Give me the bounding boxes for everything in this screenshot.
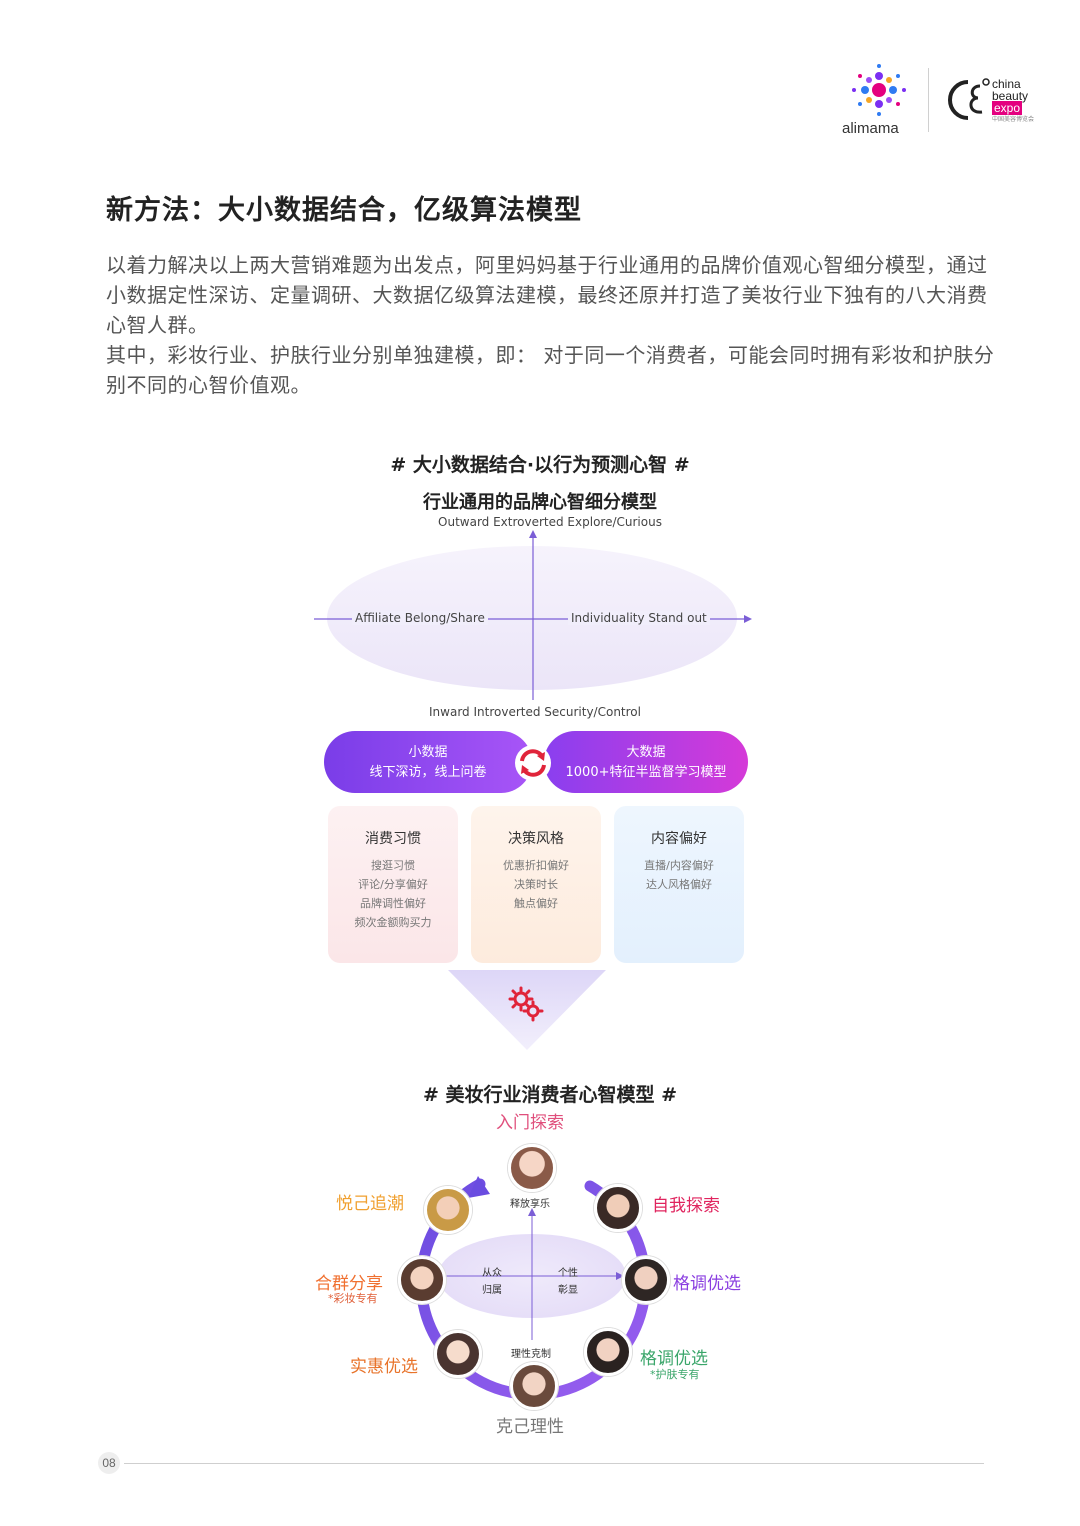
avatar-hequn bbox=[398, 1256, 446, 1304]
card-decision-style: 决策风格 优惠折扣偏好 决策时长 触点偏好 bbox=[471, 806, 601, 963]
ring-arrow-icon bbox=[468, 1176, 490, 1198]
inner-right-label-2: 彰显 bbox=[558, 1285, 578, 1296]
logo-divider bbox=[928, 68, 929, 132]
avatar-ziwo bbox=[594, 1184, 642, 1232]
diagram2-hashtag: # 美妆行业消费者心智模型 # bbox=[422, 1084, 678, 1106]
arrow-right-icon bbox=[744, 615, 752, 623]
diagram1-model-title: 行业通用的品牌心智细分模型 bbox=[423, 492, 657, 513]
axis-bottom-label: Inward Introverted Security/Control bbox=[429, 705, 641, 719]
page-number: 08 bbox=[98, 1452, 120, 1474]
body-text: 以着力解决以上两大营销难题为出发点，阿里妈妈基于行业通用的品牌价值观心智细分模型… bbox=[106, 250, 996, 400]
card-content-preference: 内容偏好 直播/内容偏好 达人风格偏好 bbox=[614, 806, 744, 963]
paragraph-1: 以着力解决以上两大营销难题为出发点，阿里妈妈基于行业通用的品牌价值观心智细分模型… bbox=[106, 253, 988, 337]
avatar-yueji bbox=[424, 1186, 472, 1234]
axis-top-label: Outward Extroverted Explore/Curious bbox=[438, 515, 662, 529]
diagram1-hashtag: # 大小数据结合·以行为预测心智 # bbox=[390, 454, 690, 476]
small-data-pill: 小数据 线下深访，线上问卷 bbox=[324, 731, 532, 793]
gear-icon bbox=[508, 986, 544, 1022]
avatar-shihui bbox=[434, 1330, 482, 1378]
segment-gediao2: 格调优选 bbox=[640, 1349, 708, 1369]
sync-icon bbox=[515, 745, 551, 781]
inner-right-label-1: 个性 bbox=[558, 1268, 578, 1279]
avatar-top bbox=[508, 1144, 556, 1192]
big-data-pill: 大数据 1000+特征半监督学习模型 bbox=[544, 731, 748, 793]
inner-bottom-label: 理性克制 bbox=[511, 1349, 551, 1360]
alimama-logo-mark bbox=[852, 64, 906, 116]
paragraph-2: 其中，彩妆行业、护肤行业分别单独建模，即： 对于同一个消费者，可能会同时拥有彩妆… bbox=[106, 343, 995, 397]
segment-gediao1: 格调优选 bbox=[673, 1274, 741, 1294]
axis-right-label: Individuality Stand out bbox=[568, 611, 710, 625]
segment-yueji: 悦己追潮 bbox=[336, 1194, 404, 1214]
cbe-logo-words: china beauty expo bbox=[992, 77, 1029, 115]
segment-hequn-note: *彩妆专有 bbox=[328, 1292, 378, 1305]
segment-bottom-label: 克己理性 bbox=[496, 1417, 564, 1437]
card-consumption-habit: 消费习惯 搜逛习惯 评论/分享偏好 品牌调性偏好 频次金额购买力 bbox=[328, 806, 458, 963]
page-title: 新方法：大小数据结合，亿级算法模型 bbox=[106, 195, 582, 226]
axis-left-label: Affiliate Belong/Share bbox=[352, 611, 488, 625]
footer-divider bbox=[124, 1463, 984, 1464]
inner-left-label-1: 从众 bbox=[482, 1268, 502, 1279]
avatar-gediao2 bbox=[584, 1328, 632, 1376]
segment-top-label: 入门探索 bbox=[496, 1113, 564, 1133]
inner-top-label: 释放享乐 bbox=[510, 1199, 550, 1210]
avatar-bottom bbox=[510, 1362, 558, 1410]
alimama-logo-text: alimama bbox=[842, 120, 899, 137]
inner-left-label-2: 归属 bbox=[482, 1285, 502, 1296]
cbe-logo-subtitle: 中国美容博览会 bbox=[992, 117, 1035, 123]
avatar-gediao1 bbox=[622, 1256, 670, 1304]
segment-ziwo: 自我探索 bbox=[652, 1196, 720, 1216]
arrow-up-icon bbox=[529, 530, 537, 538]
segment-shihui: 实惠优选 bbox=[350, 1357, 418, 1377]
segment-gediao2-note: *护肤专有 bbox=[650, 1368, 700, 1381]
quadrant-ellipse bbox=[327, 546, 737, 690]
segment-hequn: 合群分享 bbox=[315, 1274, 383, 1294]
cbe-logo-mark bbox=[948, 78, 990, 120]
